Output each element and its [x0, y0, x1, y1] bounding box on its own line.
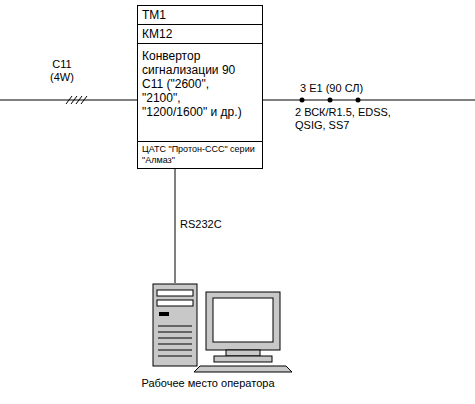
box-text: КМ12	[142, 27, 258, 41]
caption-text: Рабочее место оператора	[118, 377, 298, 389]
four-wire-marks	[66, 96, 87, 104]
module-label: КМ12	[137, 25, 263, 44]
e1-line	[262, 100, 475, 101]
link-label: RS232C	[180, 218, 222, 231]
protocol-label: 2 ВСК/R1.5, EDSS, QSIG, SS7	[295, 106, 415, 132]
workstation: Рабочее место оператора	[118, 282, 298, 400]
e1-dots	[300, 98, 361, 103]
serial-link	[175, 169, 176, 283]
box-text: Конвертор сигнализации 90 С11 ("2600", "…	[142, 49, 242, 119]
line-label: С11 (4W)	[44, 58, 80, 84]
computer-illustration	[118, 282, 298, 374]
box-text: ТМ1	[142, 8, 258, 22]
converter-box: Конвертор сигнализации 90 С11 ("2600", "…	[137, 44, 263, 142]
exchange-label: ЦАТС "Протон-ССС" серии "Алмаз"	[137, 142, 263, 169]
trunk-label: 3 Е1 (90 СЛ)	[300, 82, 420, 95]
box-text: ЦАТС "Протон-ССС" серии "Алмаз"	[142, 144, 258, 166]
module-label: ТМ1	[137, 5, 263, 25]
